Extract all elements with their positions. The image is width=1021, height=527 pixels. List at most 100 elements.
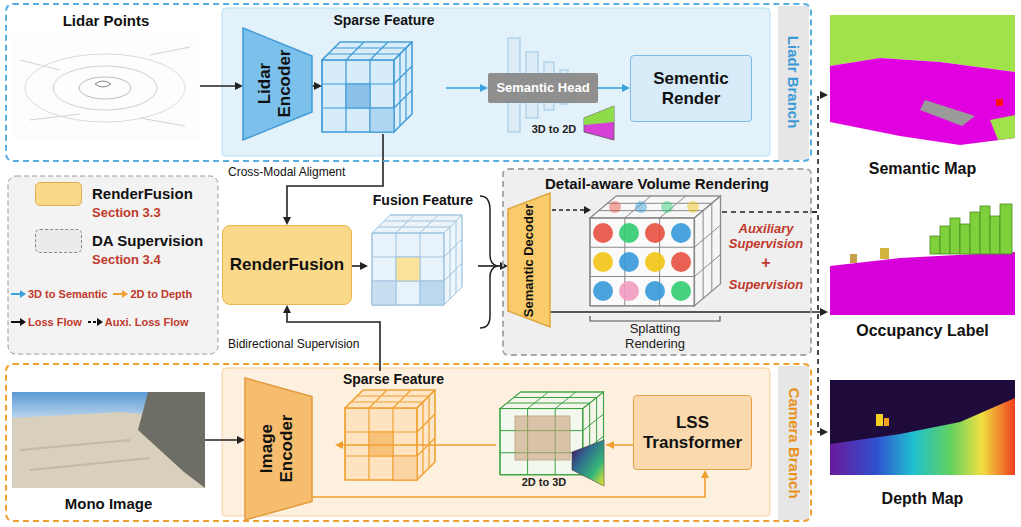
picture-title: Occupancy Label bbox=[852, 322, 993, 340]
box-label: LSS Transformer bbox=[634, 413, 751, 452]
voxel bbox=[850, 254, 857, 263]
cube-cell bbox=[420, 281, 444, 305]
dashed-arrow bbox=[552, 209, 584, 210]
map-region bbox=[830, 58, 1015, 145]
supervision-note: + bbox=[722, 254, 810, 272]
sphere bbox=[645, 223, 665, 243]
trapezoid-shape bbox=[245, 378, 312, 520]
legend-swatch bbox=[35, 229, 82, 253]
output-picture: Occupancy Label bbox=[828, 198, 1017, 340]
arrow-head bbox=[584, 206, 591, 214]
occupancy-blocks bbox=[930, 204, 1012, 254]
legend-slot: DA Supervision bbox=[92, 232, 203, 249]
sphere bbox=[593, 223, 613, 243]
box-label: Sementic Render bbox=[631, 69, 751, 108]
region-title: Detail-aware Volume Rendering bbox=[541, 175, 773, 192]
sparse-cube bbox=[345, 390, 435, 480]
legend-swatch bbox=[35, 182, 82, 206]
arrow-head bbox=[360, 262, 368, 270]
input-picture: Mono Image bbox=[12, 390, 205, 512]
sphere bbox=[609, 201, 621, 213]
scan-ring bbox=[53, 66, 157, 110]
cube-cell bbox=[372, 281, 396, 305]
section-ref: Section 3.4 bbox=[92, 253, 212, 268]
frustum-part bbox=[584, 106, 614, 125]
front-spheres bbox=[593, 223, 691, 301]
sphere bbox=[619, 223, 639, 243]
arrow-head bbox=[701, 470, 709, 478]
head-box: Semantic Head bbox=[488, 73, 598, 103]
fusion-cube bbox=[372, 215, 462, 305]
connector-line bbox=[812, 212, 822, 432]
render-box: Sementic Render bbox=[630, 55, 752, 122]
picture-title: Mono Image bbox=[61, 495, 157, 512]
connector bbox=[446, 84, 488, 92]
label-slot: Bidirectional Supervision bbox=[228, 338, 378, 352]
label-slot: 2D to 3D bbox=[514, 476, 574, 489]
sample-line bbox=[11, 321, 20, 323]
sphere bbox=[619, 281, 639, 301]
map-region bbox=[920, 100, 975, 126]
connector-line bbox=[550, 311, 822, 313]
fusion-box: RenderFusion bbox=[222, 225, 352, 305]
legend-label: DA Supervision bbox=[92, 232, 203, 249]
lss-volume bbox=[515, 416, 570, 460]
arrow-head bbox=[820, 308, 828, 316]
sphere bbox=[593, 252, 613, 272]
edge-label: Bidirectional Supervision bbox=[228, 338, 378, 352]
label-slot: Supervision bbox=[722, 278, 810, 293]
mono-image-picture bbox=[12, 392, 205, 488]
picture-ground bbox=[12, 34, 200, 140]
edge-label: Cross-Modal Aligment bbox=[228, 166, 378, 180]
sphere bbox=[645, 281, 665, 301]
arrow-head bbox=[820, 428, 828, 436]
connector-line bbox=[598, 87, 624, 89]
voxel bbox=[880, 248, 889, 259]
ground-mark bbox=[20, 440, 150, 470]
feature-volume: Fusion Feature bbox=[368, 192, 478, 306]
connector bbox=[812, 212, 828, 436]
occupancy-picture bbox=[830, 200, 1015, 315]
map-region bbox=[990, 115, 1015, 140]
splatting-grid bbox=[590, 196, 721, 306]
annotation: 2D to 3D bbox=[514, 476, 574, 489]
connector bbox=[812, 91, 828, 212]
lidar-points-picture bbox=[12, 34, 200, 140]
voxel bbox=[950, 218, 960, 254]
aux-line bbox=[722, 211, 811, 212]
lidar-panel bbox=[222, 8, 770, 156]
connector bbox=[312, 82, 322, 90]
sample-line bbox=[113, 293, 122, 295]
box-label: RenderFusion bbox=[226, 255, 348, 275]
annotation: 3D to 2D bbox=[526, 123, 582, 136]
occupancy-floor bbox=[830, 252, 1015, 315]
frustum bbox=[572, 440, 604, 486]
arrow-head bbox=[606, 441, 614, 449]
connector bbox=[550, 308, 828, 316]
connector-line bbox=[812, 95, 822, 212]
connector bbox=[283, 134, 383, 225]
connector-line bbox=[312, 476, 705, 497]
cube-cell bbox=[370, 108, 394, 132]
connector-line bbox=[205, 439, 239, 441]
feature-title: Sparse Feature bbox=[329, 12, 438, 28]
arrow-head bbox=[283, 305, 291, 313]
feature-volume: Sparse Feature bbox=[335, 371, 452, 481]
legend-label: Loss Flow bbox=[28, 316, 82, 329]
arrow-head bbox=[622, 84, 630, 92]
encoder-trapezoid: Image Encoder bbox=[245, 378, 312, 520]
branch-region: Camera BranchMono ImageImage EncoderSpar… bbox=[5, 363, 812, 522]
wall bbox=[138, 392, 205, 488]
voxel bbox=[980, 206, 990, 254]
picture-ground bbox=[830, 200, 1015, 315]
legend-row: 3D to Semantic2D to Depth bbox=[11, 288, 192, 301]
label-slot: Auxiliary Supervision bbox=[722, 222, 810, 252]
frustum bbox=[584, 106, 614, 140]
sample-head bbox=[20, 290, 26, 298]
arrow-head bbox=[480, 84, 488, 92]
label-slot: + bbox=[722, 254, 810, 272]
feature-title: Fusion Feature bbox=[369, 192, 477, 208]
depth-map-picture bbox=[830, 380, 1015, 475]
